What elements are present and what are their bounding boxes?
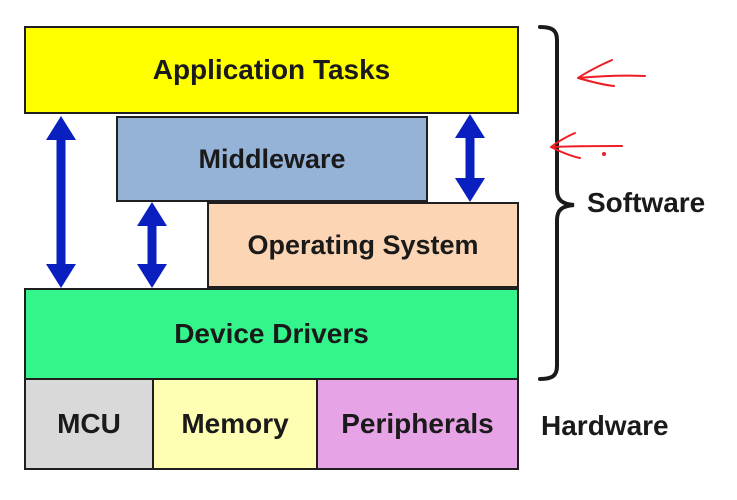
device-drivers-label: Device Drivers bbox=[174, 318, 369, 349]
middleware-label: Middleware bbox=[198, 143, 346, 174]
peripherals-block: Peripherals bbox=[316, 378, 519, 470]
software-label: Software bbox=[587, 187, 706, 218]
mcu-label: MCU bbox=[57, 408, 121, 439]
peripherals-label: Peripherals bbox=[341, 408, 494, 439]
memory-block: Memory bbox=[152, 378, 318, 470]
annotation-dot bbox=[602, 152, 606, 156]
arrow-middleware-to-drivers bbox=[137, 202, 167, 288]
arrow-app-to-os bbox=[455, 114, 485, 202]
annotation-arrow-middle bbox=[550, 132, 623, 159]
mcu-block: MCU bbox=[24, 378, 154, 470]
device-drivers-layer: Device Drivers bbox=[24, 288, 519, 380]
operating-system-label: Operating System bbox=[247, 229, 479, 260]
application-tasks-layer: Application Tasks bbox=[24, 26, 519, 114]
software-brace bbox=[538, 25, 575, 381]
hardware-label: Hardware bbox=[541, 410, 669, 441]
arrow-app-to-drivers bbox=[46, 116, 76, 288]
handwritten-annotations bbox=[550, 59, 646, 159]
annotation-arrow-top bbox=[577, 59, 646, 87]
middleware-layer: Middleware bbox=[116, 116, 428, 202]
memory-label: Memory bbox=[181, 408, 289, 439]
operating-system-layer: Operating System bbox=[207, 202, 519, 288]
application-tasks-label: Application Tasks bbox=[152, 54, 391, 85]
